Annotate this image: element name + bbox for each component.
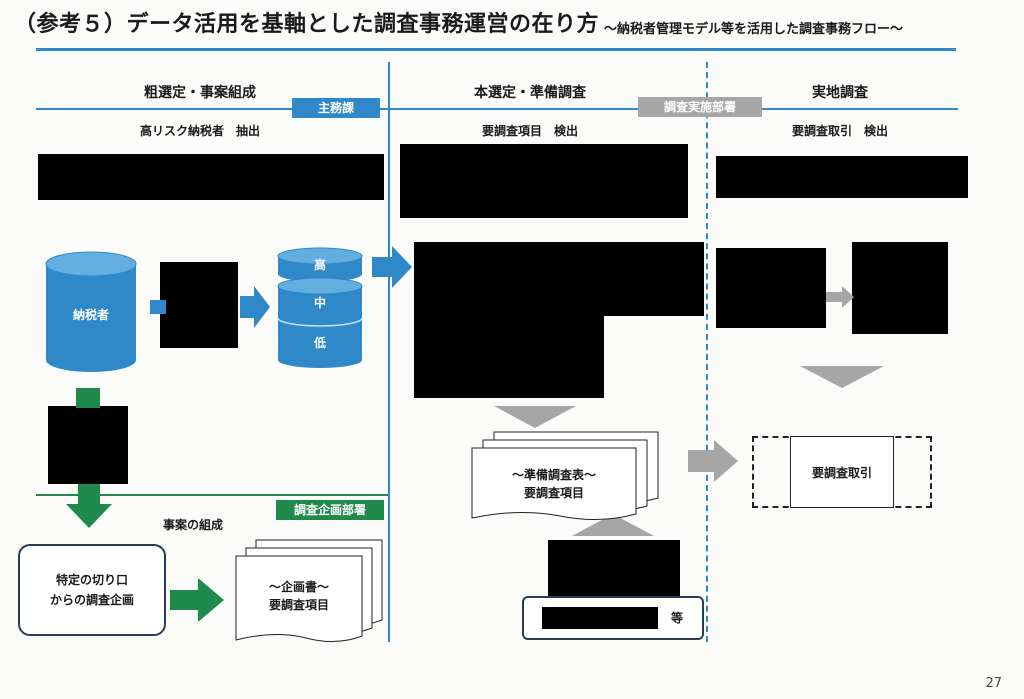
- arrow-right-icon: [826, 286, 854, 308]
- page-subtitle: ～納税者管理モデル等を活用した調査事務フロー～: [604, 22, 904, 37]
- prep-document-items: 要調査項目: [523, 486, 584, 500]
- taxpayer-label: 納税者: [72, 308, 109, 322]
- etc-label: 等: [670, 611, 683, 625]
- arrow-up-icon: [572, 514, 654, 536]
- risk-level-high: 高: [313, 258, 326, 272]
- special-angle-box: 特定の切り口 からの調査企画: [18, 544, 166, 636]
- redacted-block: [716, 156, 968, 198]
- target-transaction-label: 要調査取引: [811, 465, 872, 480]
- arrow-down-icon: [76, 388, 100, 408]
- prep-document-icon: [471, 431, 659, 521]
- redacted-block: [542, 607, 658, 629]
- header-rule: [36, 108, 958, 110]
- redacted-block: [414, 242, 704, 398]
- tag-implementation-dept: 調査実施部署: [638, 97, 762, 117]
- column-subheading-transactions: 要調査取引 検出: [791, 124, 888, 138]
- risk-level-database-icon: [277, 247, 363, 368]
- case-formation-label: 事案の組成: [162, 518, 223, 532]
- arrow-right-icon: [688, 440, 738, 482]
- plan-document-items: 要調査項目: [268, 598, 329, 612]
- column-subheading-items: 要調査項目 検出: [481, 124, 578, 138]
- special-angle-label: 特定の切り口 からの調査企画: [49, 573, 134, 607]
- tag-planning-dept: 調査企画部署: [276, 500, 384, 520]
- redacted-block: [716, 248, 826, 328]
- etc-box: 等: [522, 596, 704, 640]
- tag-main-section: 主務課: [292, 98, 380, 118]
- arrow-down-icon: [494, 406, 576, 428]
- redacted-block: [400, 144, 688, 218]
- column-subheading-high-risk: 高リスク納税者 抽出: [139, 124, 260, 138]
- arrow-down-icon: [800, 366, 884, 388]
- target-transaction-box: 要調査取引: [790, 436, 894, 508]
- column-divider-2: [706, 62, 708, 642]
- column-divider-1: [388, 62, 390, 642]
- title-rule: [36, 48, 956, 51]
- arrow-down-icon: [66, 484, 112, 528]
- arrow-right-icon: [372, 246, 412, 288]
- taxpayer-database-icon: [45, 251, 137, 372]
- plan-document-title: ～企画書～: [268, 580, 329, 594]
- redacted-block: [548, 540, 680, 600]
- column-heading-field-audit: 実地調査: [812, 85, 868, 101]
- risk-level-low: 低: [313, 336, 326, 350]
- plan-document-icon: [235, 539, 383, 642]
- column-heading-main-selection: 本選定・準備調査: [474, 85, 586, 101]
- prep-document-title: ～準備調査表～: [511, 468, 596, 482]
- redacted-block: [160, 262, 238, 348]
- arrow-right-icon: [150, 300, 166, 314]
- page-title: （参考５）データ活用を基軸とした調査事務運営の在り方: [14, 12, 600, 37]
- planning-rule: [36, 494, 388, 496]
- risk-level-medium: 中: [313, 296, 326, 310]
- redacted-block: [38, 154, 384, 200]
- arrow-right-icon: [170, 578, 224, 622]
- page-number: 27: [985, 676, 1002, 691]
- column-heading-rough-selection: 粗選定・事案組成: [144, 85, 256, 101]
- redacted-block: [852, 242, 948, 334]
- redacted-block: [48, 406, 128, 484]
- arrow-right-icon: [240, 286, 270, 328]
